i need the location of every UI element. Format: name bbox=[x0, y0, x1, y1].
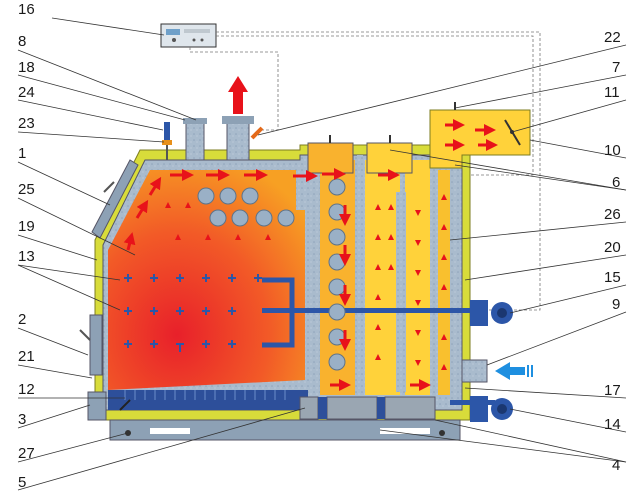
flow-arrows bbox=[123, 119, 498, 391]
label-12: 12 bbox=[18, 381, 35, 398]
air-inlet bbox=[461, 359, 533, 383]
top-domes bbox=[307, 135, 413, 174]
label-24: 24 bbox=[18, 84, 35, 101]
control-unit bbox=[160, 23, 217, 48]
label-19: 19 bbox=[18, 218, 35, 235]
label-20: 20 bbox=[604, 239, 621, 256]
pipe-8 bbox=[183, 118, 207, 161]
label-17: 17 bbox=[604, 382, 621, 399]
lower-door bbox=[79, 314, 103, 376]
heat-rise-markers bbox=[165, 194, 447, 370]
label-16: 16 bbox=[18, 1, 35, 18]
label-26: 26 bbox=[604, 206, 621, 223]
grate bbox=[108, 390, 308, 411]
label-18: 18 bbox=[18, 59, 35, 76]
label-3: 3 bbox=[18, 411, 26, 428]
label-10: 10 bbox=[604, 142, 621, 159]
label-1: 1 bbox=[18, 145, 26, 162]
label-4: 4 bbox=[612, 457, 620, 474]
leader-lines bbox=[17, 17, 627, 491]
firebox-air-markers bbox=[124, 274, 262, 352]
label-25: 25 bbox=[18, 181, 35, 198]
flue-outlet bbox=[222, 76, 264, 161]
label-6: 6 bbox=[612, 174, 620, 191]
label-14: 14 bbox=[604, 416, 621, 433]
label-22: 22 bbox=[604, 29, 621, 46]
label-15: 15 bbox=[604, 269, 621, 286]
upper-door bbox=[91, 159, 139, 239]
flue-box bbox=[429, 102, 531, 169]
label-11: 11 bbox=[604, 84, 620, 101]
label-23: 23 bbox=[18, 115, 35, 132]
sensor-probe bbox=[162, 122, 172, 160]
ash-boxes bbox=[299, 396, 436, 420]
callout-labels: 16 8 18 24 23 1 25 19 13 2 21 12 3 27 5 … bbox=[18, 1, 621, 491]
label-9: 9 bbox=[612, 296, 620, 313]
label-5: 5 bbox=[18, 474, 26, 491]
label-8: 8 bbox=[18, 33, 26, 50]
label-2: 2 bbox=[18, 311, 26, 328]
label-7: 7 bbox=[612, 59, 620, 76]
base-frame bbox=[87, 391, 461, 441]
label-27: 27 bbox=[18, 445, 35, 462]
label-21: 21 bbox=[18, 348, 35, 365]
label-13: 13 bbox=[18, 248, 35, 265]
water-pipes bbox=[262, 277, 513, 422]
